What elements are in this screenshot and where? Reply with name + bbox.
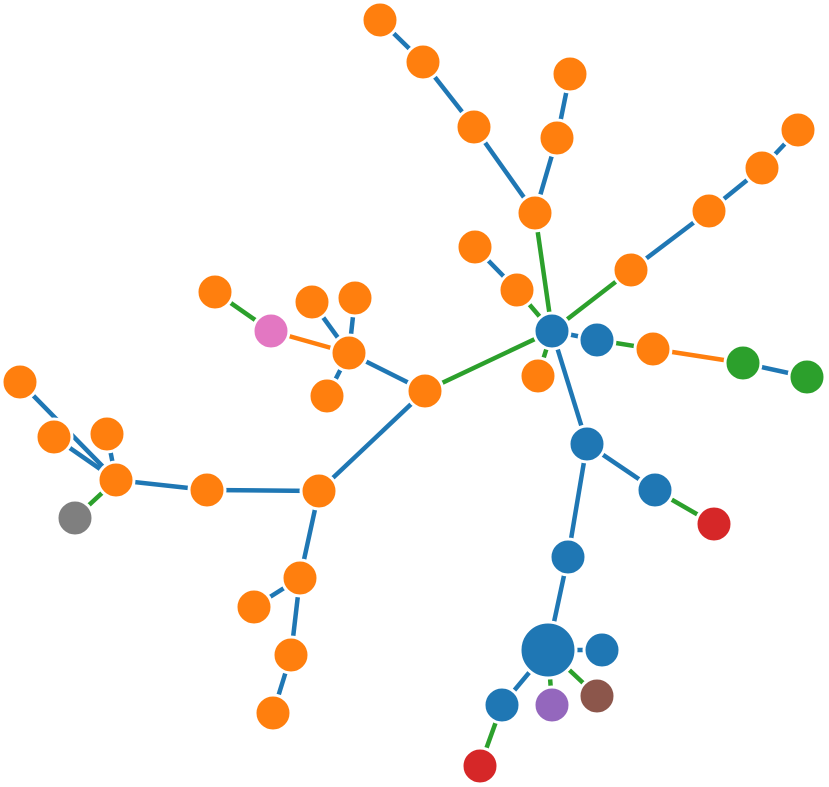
graph-node-orange[interactable] [280,558,320,598]
graph-node-orange[interactable] [96,460,136,500]
graph-node-orange[interactable] [253,693,293,733]
graph-node-orange[interactable] [195,272,235,312]
graph-node-blue[interactable] [635,470,675,510]
graph-node-gray[interactable] [55,498,95,538]
graph-node-orange[interactable] [518,356,558,396]
graph-node-orange[interactable] [271,635,311,675]
graph-node-orange[interactable] [335,278,375,318]
graph-node-orange[interactable] [292,282,332,322]
graph-node-orange[interactable] [299,471,339,511]
graph-node-orange[interactable] [497,270,537,310]
graph-node-orange[interactable] [34,417,74,457]
graph-node-orange[interactable] [329,333,369,373]
graph-node-pink[interactable] [251,311,291,351]
graph-edge [532,212,555,332]
graph-node-blue[interactable] [518,620,578,680]
graph-node-orange[interactable] [405,371,445,411]
graph-node-orange[interactable] [360,0,400,40]
graph-node-purple[interactable] [532,685,572,725]
graph-node-orange[interactable] [633,329,673,369]
graph-edge [424,328,553,394]
graph-node-orange[interactable] [537,118,577,158]
graph-node-blue[interactable] [482,685,522,725]
graph-node-green[interactable] [723,343,763,383]
graph-node-orange[interactable] [187,470,227,510]
graph-node-red[interactable] [694,504,734,544]
graph-node-orange[interactable] [515,193,555,233]
graph-node-orange[interactable] [454,107,494,147]
graph-node-orange[interactable] [742,148,782,188]
graph-node-orange[interactable] [455,227,495,267]
graph-node-orange[interactable] [0,362,40,402]
graph-node-blue[interactable] [548,537,588,577]
graph-node-orange[interactable] [234,587,274,627]
graph-node-blue[interactable] [577,320,617,360]
graph-edge [317,389,427,493]
graph-node-brown[interactable] [577,676,617,716]
graph-node-blue[interactable] [567,424,607,464]
graph-node-orange[interactable] [307,376,347,416]
graph-node-orange[interactable] [403,42,443,82]
graph-node-orange[interactable] [611,250,651,290]
graph-node-red[interactable] [460,746,500,786]
graph-node-orange[interactable] [689,191,729,231]
graph-edge [549,330,590,445]
graph-node-orange[interactable] [550,54,590,94]
graph-node-blue[interactable] [532,311,572,351]
graph-node-orange[interactable] [778,110,818,150]
graph-node-green[interactable] [787,357,827,397]
graph-node-orange[interactable] [87,414,127,454]
graph-node-blue[interactable] [582,630,622,670]
